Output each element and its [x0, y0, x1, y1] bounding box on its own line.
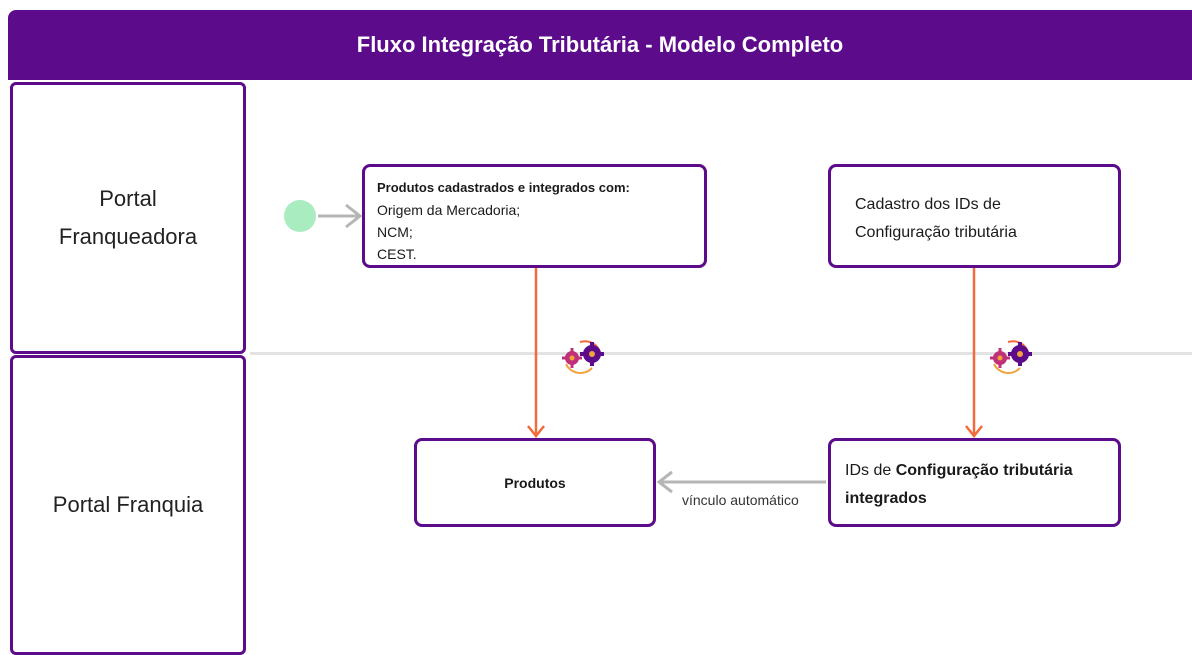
gears-sync-icon — [990, 340, 1032, 374]
node-produtos-cadastrados-title: Produtos cadastrados e integrados com: — [377, 180, 630, 195]
lane-top-line1: Portal — [99, 186, 157, 211]
lane-separator — [250, 352, 1192, 355]
node-cadastro-ids: Cadastro dos IDs de Configuração tributá… — [828, 164, 1121, 268]
node-cadastro-ids-line1: Cadastro dos IDs de — [855, 196, 1001, 213]
diagram-title-text: Fluxo Integração Tributária - Modelo Com… — [356, 32, 844, 57]
node-produtos-cadastrados: Produtos cadastrados e integrados com: O… — [362, 164, 707, 268]
node-produtos: Produtos — [414, 438, 656, 527]
diagram-title: Fluxo Integração Tributária - Modelo Com… — [8, 10, 1192, 80]
node-ids-integrados: IDs de Configuração tributária integrado… — [828, 438, 1121, 527]
edge-label-vinculo: vínculo automático — [682, 492, 799, 508]
node-ids-prefix: IDs de — [845, 462, 896, 479]
node-ids-bold2: integrados — [845, 490, 927, 507]
node-ids-bold1: Configuração tributária — [895, 462, 1073, 479]
lane-portal-franqueadora: Portal Franqueadora — [10, 82, 246, 354]
lane-bottom-label: Portal Franquia — [52, 492, 204, 517]
node-item: NCM; — [377, 224, 413, 240]
node-item: CEST. — [377, 246, 417, 262]
lane-top-line2: Franqueadora — [58, 224, 198, 249]
node-item: Origem da Mercadoria; — [377, 202, 521, 218]
connectors — [284, 200, 1032, 494]
node-produtos-label: Produtos — [504, 474, 566, 491]
node-cadastro-ids-line2: Configuração tributária — [855, 224, 1017, 241]
gears-sync-icon — [562, 340, 604, 374]
start-node — [284, 200, 316, 232]
